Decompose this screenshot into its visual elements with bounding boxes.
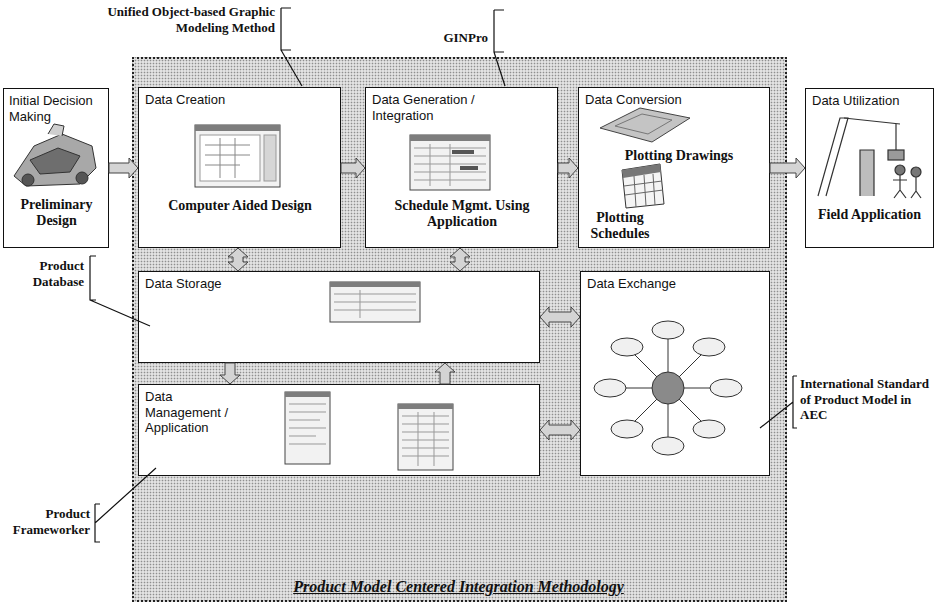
drawing-sheet [600,108,690,142]
box-heading: Data Utilization [812,93,927,109]
cad-screenshot [195,125,280,187]
process-box: Data Generation / IntegrationSchedule Mg… [365,87,558,248]
box-label-holder: Field Application [809,207,930,223]
box-heading: Data Conversion [585,92,735,108]
box-heading: Data Generation / Integration [372,92,480,123]
box-label: Computer Aided Design [143,198,337,214]
field-scene [818,118,921,198]
database-screenshot [330,282,420,322]
box-heading: Data Storage [145,276,295,292]
region-caption-holder: Product Model Centered Integration Metho… [134,577,783,596]
box-heading-holder: Data Generation / Integration [372,92,480,123]
region-band: Product Model Centered Integration Metho… [132,57,787,602]
callout-label-holder: GINPro [430,30,488,46]
box-heading-holder: Initial Decision Making [9,93,104,124]
block-arrow [341,158,365,178]
box-heading-holder: Data Conversion [585,92,735,108]
region-caption: Product Model Centered Integration Metho… [134,577,783,596]
box-heading-holder: Data Creation [145,92,295,108]
box-heading-holder: Data Utilization [812,93,927,109]
box-heading-holder: Data Management / Application [145,389,240,436]
process-box: Data ConversionPlotting DrawingsPlotting… [578,87,770,248]
callout-label-holder: Product Frameworker [2,506,90,537]
callout-label-holder: Product Database [4,258,84,289]
block-arrow [435,363,455,384]
callout-bracket [90,8,797,542]
box-heading-holder: Data Exchange [587,276,737,292]
block-arrow [558,158,578,178]
process-box: Data CreationComputer Aided Design [138,87,341,248]
process-box: Data Management / Application [138,384,540,476]
callout-label: Unified Object-based Graphic Modeling Me… [55,4,275,35]
block-arrow [450,248,470,271]
input-box: Initial Decision MakingPreliminary Desig… [3,88,109,248]
schedule-screenshot [410,135,490,190]
calendar-icon [622,164,664,208]
box-label: Plotting Drawings [599,148,759,164]
callout-label-holder: Unified Object-based Graphic Modeling Me… [55,4,275,35]
block-arrow [540,420,580,440]
box-label-holder: Schedule Mgmt. Using Application [392,198,532,230]
box-label-holder: Computer Aided Design [143,198,337,214]
box-heading-holder: Data Storage [145,276,295,292]
callout-label: Product Database [4,258,84,289]
output-box: Data UtilizationField Application [805,88,934,248]
box-heading: Data Exchange [587,276,737,292]
management-screenshot [285,392,453,470]
exchange-hub [594,321,742,455]
callout-label: Product Frameworker [2,506,90,537]
block-arrow [228,248,248,271]
callout-label: GINPro [430,30,488,46]
box-heading: Data Management / Application [145,389,240,436]
storage-box: Data Storage [138,271,540,363]
box-label-holder: Preliminary Design [8,197,105,229]
box-label-holder: Plotting Schedules [583,210,657,242]
box-heading: Initial Decision Making [9,93,104,124]
box-label: Plotting Schedules [583,210,657,242]
machinery-sketch [14,124,96,186]
box-label: Preliminary Design [8,197,105,229]
block-arrow [109,158,138,178]
box-label: Schedule Mgmt. Using Application [392,198,532,230]
box-heading: Data Creation [145,92,295,108]
box-label: Field Application [809,207,930,223]
block-arrow [540,307,580,327]
block-arrow [220,363,240,384]
exchange-box: Data Exchange [580,271,770,476]
callout-label: International Standard of Product Model … [800,376,930,423]
callout-label-holder: International Standard of Product Model … [800,376,930,423]
box-label-holder: Plotting Drawings [599,148,759,164]
block-arrow [770,158,805,178]
